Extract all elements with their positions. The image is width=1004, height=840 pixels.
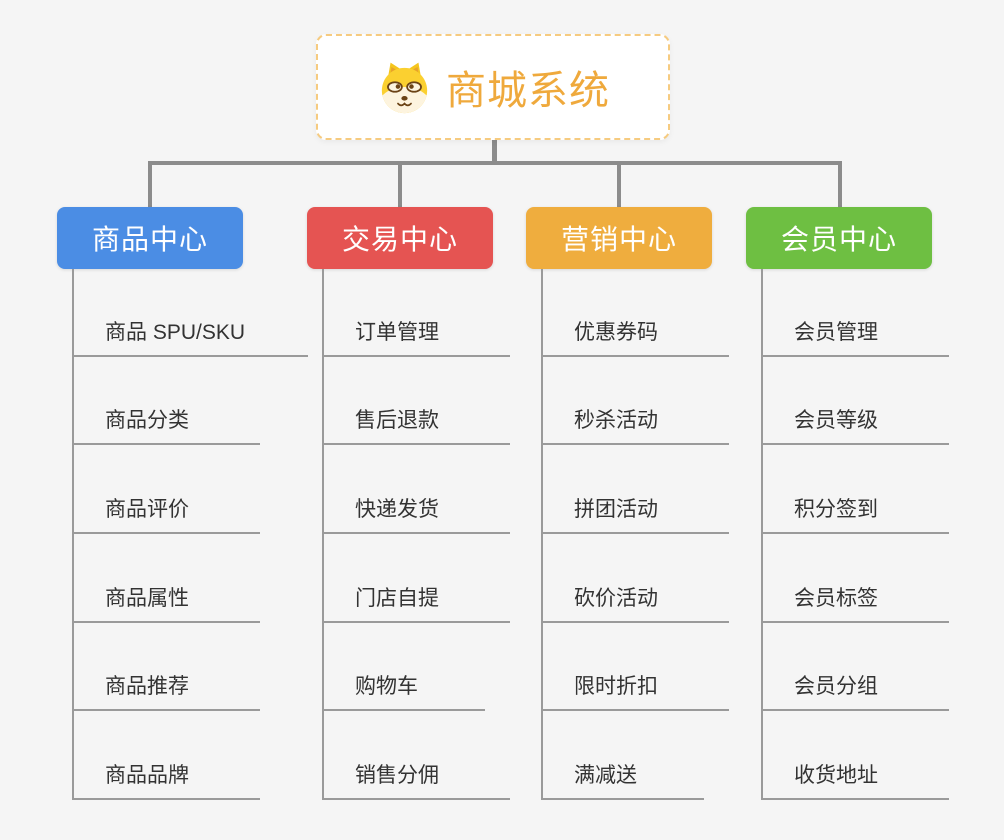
leaf-item[interactable]: 限时折扣 <box>541 673 729 711</box>
branch-spine-line <box>541 269 543 800</box>
leaf-item[interactable]: 秒杀活动 <box>541 407 729 445</box>
branch-marketing-center: 营销中心 优惠券码 秒杀活动 拼团活动 砍价活动 限时折扣 满减送 <box>526 207 806 807</box>
branch-spine-line <box>72 269 74 800</box>
shiba-dog-icon <box>376 60 433 114</box>
leaf-item[interactable]: 积分签到 <box>761 496 949 534</box>
branch-spine-line <box>322 269 324 800</box>
connector-bus-line <box>148 161 842 165</box>
connector-drop-line <box>148 161 152 208</box>
leaf-item[interactable]: 商品品牌 <box>72 762 260 800</box>
connector-drop-line <box>838 161 842 208</box>
branch-product-center: 商品中心 商品 SPU/SKU 商品分类 商品评价 商品属性 商品推荐 商品品牌 <box>57 207 337 807</box>
leaf-item[interactable]: 优惠券码 <box>541 319 729 357</box>
leaf-item[interactable]: 快递发货 <box>322 496 510 534</box>
branch-node[interactable]: 商品中心 <box>57 207 243 269</box>
leaf-item[interactable]: 收货地址 <box>761 762 949 800</box>
leaf-item[interactable]: 门店自提 <box>322 585 510 623</box>
branch-node[interactable]: 营销中心 <box>526 207 712 269</box>
leaf-item[interactable]: 购物车 <box>322 673 485 711</box>
root-title: 商城系统 <box>446 69 610 113</box>
leaf-item[interactable]: 会员标签 <box>761 585 949 623</box>
leaf-item[interactable]: 售后退款 <box>322 407 510 445</box>
leaf-item[interactable]: 商品 SPU/SKU <box>72 319 308 357</box>
leaf-item[interactable]: 砍价活动 <box>541 585 729 623</box>
leaf-item[interactable]: 会员分组 <box>761 673 949 711</box>
branch-node[interactable]: 会员中心 <box>746 207 932 269</box>
connector-drop-line <box>617 161 621 208</box>
leaf-item[interactable]: 会员管理 <box>761 319 949 357</box>
connector-drop-line <box>398 161 402 208</box>
leaf-item[interactable]: 会员等级 <box>761 407 949 445</box>
leaf-item[interactable]: 商品评价 <box>72 496 260 534</box>
leaf-item[interactable]: 拼团活动 <box>541 496 729 534</box>
leaf-item[interactable]: 销售分佣 <box>322 762 510 800</box>
leaf-item[interactable]: 商品推荐 <box>72 673 260 711</box>
leaf-item[interactable]: 商品属性 <box>72 585 260 623</box>
leaf-item[interactable]: 订单管理 <box>322 319 510 357</box>
connector-root-stem <box>492 139 497 163</box>
root-node[interactable]: 商城系统 <box>316 34 670 140</box>
branch-trade-center: 交易中心 订单管理 售后退款 快递发货 门店自提 购物车 销售分佣 <box>307 207 587 807</box>
leaf-item[interactable]: 满减送 <box>541 762 704 800</box>
leaf-item[interactable]: 商品分类 <box>72 407 260 445</box>
branch-member-center: 会员中心 会员管理 会员等级 积分签到 会员标签 会员分组 收货地址 <box>746 207 1004 807</box>
branch-node[interactable]: 交易中心 <box>307 207 493 269</box>
branch-spine-line <box>761 269 763 800</box>
